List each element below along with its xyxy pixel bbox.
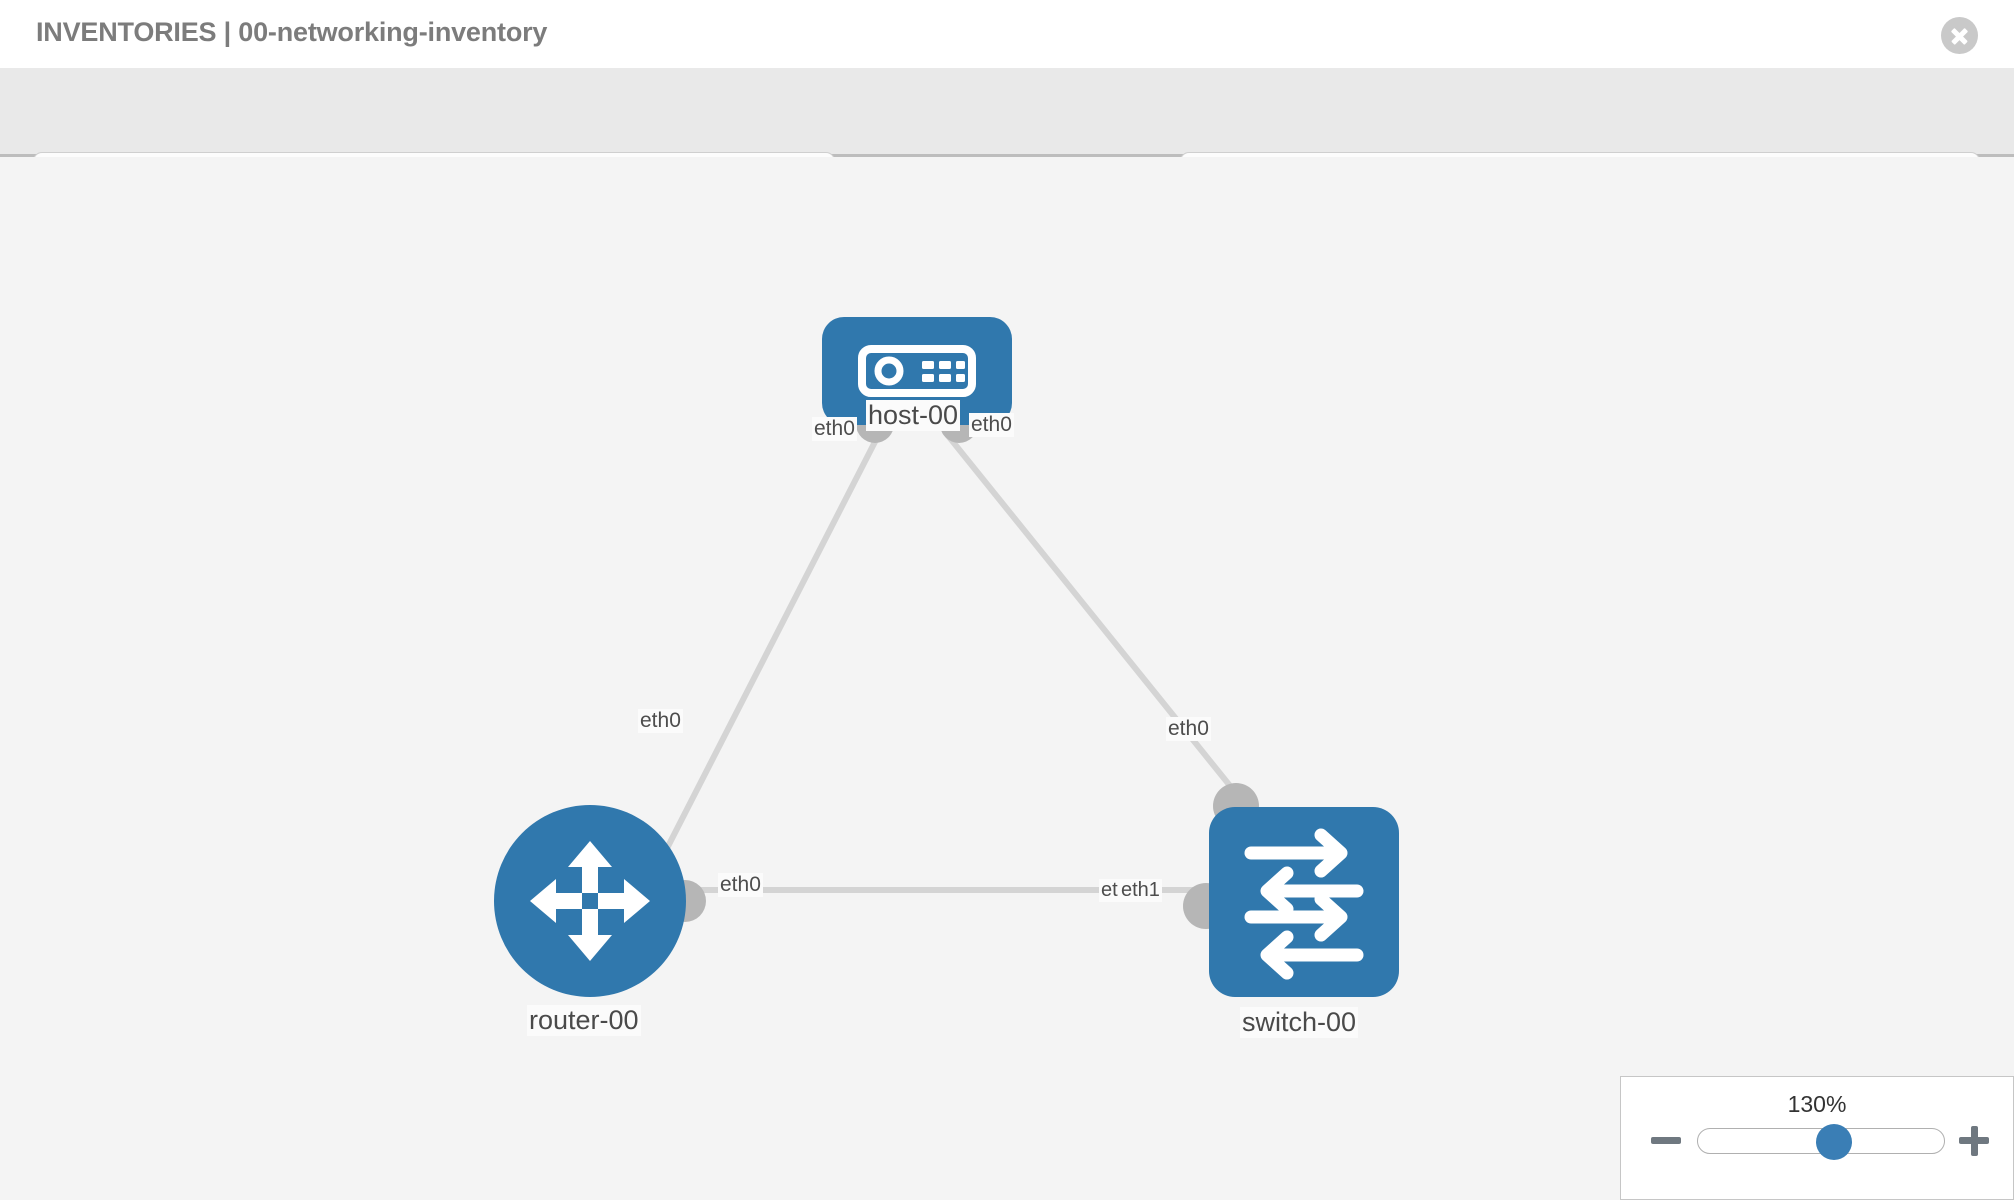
zoom-control-panel: 130%: [1620, 1076, 2014, 1200]
iface-label-switch-to-host: eth0: [1166, 717, 1211, 741]
node-label-host-00: host-00: [866, 400, 961, 431]
iface-label-router-to-host: eth0: [638, 709, 683, 733]
iface-label-host-left: eth0: [812, 417, 857, 441]
close-icon[interactable]: [1941, 17, 1978, 54]
link-router-host: [657, 429, 883, 865]
router-node-shape[interactable]: [494, 805, 686, 997]
iface-label-router-right: eth0: [718, 873, 763, 897]
node-label-router-00: router-00: [527, 1005, 641, 1036]
router-icon: [530, 841, 650, 961]
node-label-switch-00: switch-00: [1240, 1007, 1359, 1038]
iface-label-host-right: eth0: [969, 413, 1014, 437]
toolbar: ACTIONS SEARCH: [0, 68, 2014, 208]
switch-icon: [1244, 828, 1364, 980]
switch-node-shape[interactable]: [1209, 807, 1399, 997]
iface-label-switch-left-b: eth1: [1119, 879, 1162, 902]
zoom-slider-track[interactable]: [1697, 1124, 1945, 1160]
zoom-slider-thumb[interactable]: [1816, 1124, 1852, 1160]
server-icon: [858, 345, 976, 397]
page-header: INVENTORIES | 00-networking-inventory: [0, 0, 2014, 68]
topology-links: [657, 429, 1238, 893]
page-title: INVENTORIES | 00-networking-inventory: [36, 17, 548, 47]
zoom-in-button[interactable]: [1957, 1123, 1991, 1157]
zoom-out-button[interactable]: [1649, 1123, 1683, 1157]
topology-canvas[interactable]: eth0 host-00 eth0: [0, 157, 2014, 1200]
zoom-level-value: 130%: [1787, 1091, 1847, 1117]
